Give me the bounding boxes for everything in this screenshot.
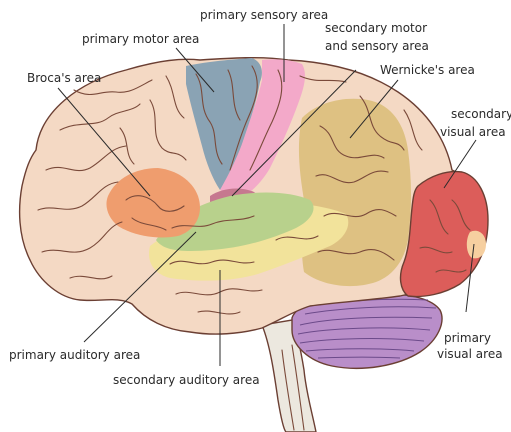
leader-secondary-visual (443, 139, 477, 189)
label-brocas-area: Broca's area (27, 71, 101, 85)
label-primary-motor-area: primary motor area (82, 32, 199, 46)
cerebellum (291, 292, 443, 369)
label-secondary-auditory-area: secondary auditory area (113, 373, 260, 387)
brocas-area (106, 168, 200, 238)
primary-sensory-area (220, 59, 305, 200)
label-wernickes-area: Wernicke's area (380, 63, 475, 77)
label-primary-sensory-area: primary sensory area (200, 8, 328, 22)
primary-auditory-area (156, 192, 314, 251)
label-primary-visual-line1: primary (444, 331, 491, 345)
leader-lines (57, 24, 477, 366)
label-primary-visual-line2: visual area (437, 347, 503, 361)
primary-motor-area (186, 58, 262, 190)
primary-visual-area (466, 230, 486, 259)
label-secondary-visual-line2: visual area (440, 125, 506, 139)
leader-primary-auditory (83, 231, 197, 343)
cortex-folds (37, 65, 471, 315)
leader-wernickes (349, 79, 399, 139)
label-primary-auditory-area: primary auditory area (9, 348, 140, 362)
leader-secondary-motor-sensory (231, 69, 357, 197)
leader-brocas (57, 87, 151, 197)
label-secondary-visual-line1: secondary (451, 107, 511, 121)
label-secondary-motor-line2: and sensory area (325, 39, 429, 53)
leader-primary-visual (465, 243, 475, 313)
wernickes-area (298, 98, 411, 287)
secondary-visual-area (399, 170, 489, 298)
leader-primary-motor (175, 47, 215, 93)
label-secondary-motor-line1: secondary motor (325, 21, 427, 35)
